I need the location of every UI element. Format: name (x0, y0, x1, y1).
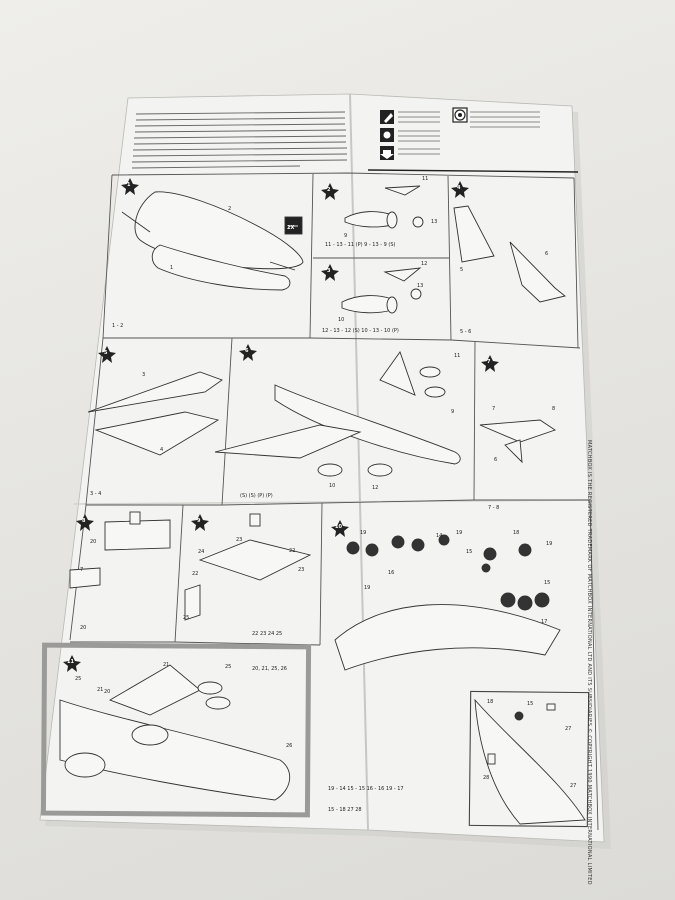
trademark-note: MATCHBOX IS THE REGISTERED TRADEMARK OF … (586, 440, 592, 885)
step5-wing-drawing (87, 371, 223, 456)
step9-floor-drawing (184, 513, 312, 621)
step10-landing-gear-drawing (334, 534, 561, 671)
part-number: 18 (487, 699, 494, 705)
part-number: 26 (286, 743, 293, 749)
part-number: 1 (170, 265, 174, 271)
step-number: 10 (335, 524, 342, 530)
step-number: 8 (82, 518, 86, 524)
step3-engine-drawing (341, 267, 422, 314)
part-number: 12 (421, 261, 428, 267)
part-number: 19 (360, 530, 367, 536)
part-number: 20 (90, 539, 97, 545)
step11-frame (40, 642, 312, 818)
arrow-down-icon (380, 146, 394, 160)
step2-engine-drawing (344, 185, 424, 229)
part-number: 22 (289, 548, 296, 554)
part-number: 25 (225, 664, 232, 670)
step8-panel-drawing (69, 511, 171, 589)
step-number: 7 (487, 359, 491, 365)
target-icon (452, 107, 468, 123)
part-number: 13 (431, 219, 438, 225)
step6-assembly-drawing (214, 351, 461, 477)
part-number: 5 (460, 267, 464, 273)
part-number: 21 (97, 687, 104, 693)
part-number: 27 (565, 726, 572, 732)
step5-parts: 3 - 4 (90, 491, 102, 497)
part-number: 20 (104, 689, 111, 695)
glue-bottle-icon (380, 110, 394, 124)
step7-parts: 7 - 8 (488, 505, 500, 511)
part-number: 9 (344, 233, 348, 239)
step-number: 3 (327, 268, 331, 274)
part-number: 12 (372, 485, 379, 491)
part-number: 10 (329, 483, 336, 489)
cement-icon (380, 128, 394, 142)
part-number: 28 (483, 775, 490, 781)
part-number: 25 (75, 676, 82, 682)
part-number: 7 (492, 406, 496, 412)
step11-parts: 20, 21, 25, 26 (252, 666, 287, 672)
step9-parts: 22 23 24 25 (252, 631, 283, 637)
part-number: 19 (364, 585, 371, 591)
part-number: 6 (494, 457, 498, 463)
step7-stabilizer-drawing (479, 419, 557, 464)
step10-inset-drawing (474, 698, 586, 825)
part-number: 4 (160, 447, 164, 453)
part-number: 24 (198, 549, 205, 555)
part-number: 11 (422, 176, 429, 182)
step6-parts: (S) (S) (P) (P) (240, 493, 273, 499)
part-number: 25 (183, 615, 190, 621)
step1-fuselage-drawing (121, 191, 304, 291)
step8-parts: 20 (80, 625, 87, 631)
step3-parts: 12 - 13 - 12 (S) 10 - 13 - 10 (P) (322, 328, 399, 334)
part-number: 15 (527, 701, 534, 707)
step-number: 2 (327, 187, 331, 193)
part-number: 23 (236, 537, 243, 543)
step10-inset-frame (468, 690, 590, 828)
part-number: 9 (451, 409, 455, 415)
step1-parts: 1 - 2 (112, 323, 124, 329)
part-number: 19 (456, 530, 463, 536)
step-number: 11 (67, 659, 74, 665)
glue-badge: 2X (287, 225, 295, 231)
step2-parts: 11 - 13 - 11 (P) 9 - 13 - 9 (S) (325, 242, 396, 248)
star-step-icon (63, 178, 499, 672)
part-number: 17 (541, 619, 548, 625)
step4-parts: 5 - 6 (460, 329, 472, 335)
panel-grid (69, 172, 599, 831)
part-number: 3 (142, 372, 146, 378)
step11-assembly-drawing (59, 664, 290, 801)
step-number: 4 (457, 185, 461, 191)
part-number: 14 (436, 533, 443, 539)
step-number: 6 (245, 348, 249, 354)
part-number: 11 (454, 353, 461, 359)
part-number: 18 (513, 530, 520, 536)
part-number: 6 (545, 251, 549, 257)
part-number: 10 (338, 317, 345, 323)
part-number: 8 (552, 406, 556, 412)
part-number: 22 (192, 571, 199, 577)
header-text-left (131, 111, 348, 169)
step-number: 9 (197, 518, 201, 524)
part-number: 23 (298, 567, 305, 573)
part-number: 2 (228, 206, 232, 212)
part-number: 21 (163, 662, 170, 668)
part-number: 19 (546, 541, 553, 547)
step4-tail-drawing (453, 205, 566, 303)
step10-parts-b: 15 - 18 27 28 (328, 807, 362, 813)
step-number: 1 (127, 182, 131, 188)
part-number: 16 (388, 570, 395, 576)
part-number: 15 (544, 580, 551, 586)
part-number: 13 (417, 283, 424, 289)
step-number: 5 (104, 350, 108, 356)
step10-parts-a: 19 - 14 15 - 15 16 - 16 19 - 17 (328, 786, 404, 792)
part-number: 27 (570, 783, 577, 789)
header-text-right (398, 111, 540, 155)
part-number: 7 (80, 567, 84, 573)
part-number: 15 (466, 549, 473, 555)
